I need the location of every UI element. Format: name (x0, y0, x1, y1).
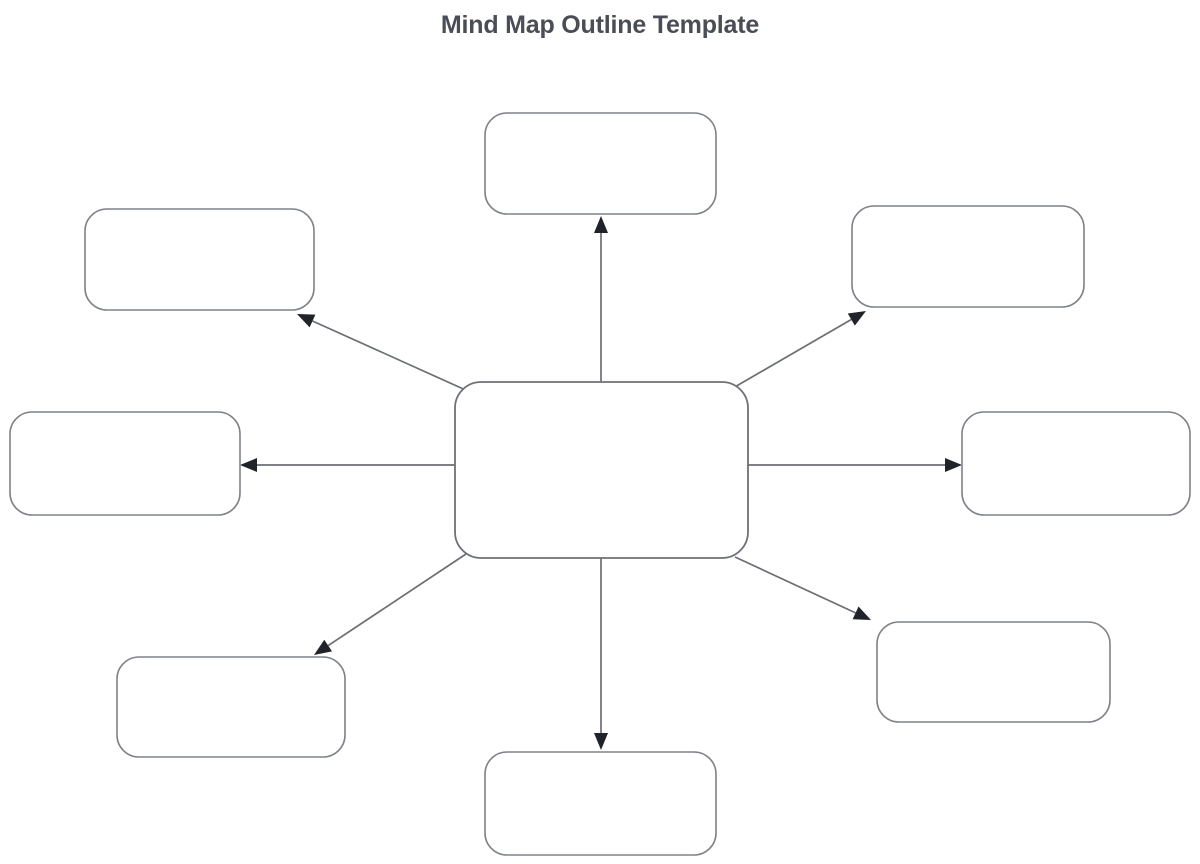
node-layer (9, 112, 1191, 856)
arrowhead-icon (945, 458, 962, 472)
branch-node-bottom-right[interactable] (876, 621, 1111, 723)
connector-line (312, 320, 471, 393)
node-shape[interactable] (9, 411, 241, 516)
arrowhead-icon (852, 606, 871, 620)
branch-node-bottom-left[interactable] (116, 656, 346, 758)
connector-left (240, 458, 455, 472)
arrowhead-icon (297, 314, 316, 328)
arrowhead-icon (240, 458, 257, 472)
connector-top-left (297, 314, 471, 393)
connector-layer (240, 216, 962, 750)
branch-node-top[interactable] (484, 112, 717, 215)
branch-node-right[interactable] (961, 411, 1191, 516)
connector-bottom-right (734, 556, 871, 620)
node-shape[interactable] (484, 751, 717, 856)
connector-bottom-left (314, 553, 467, 655)
node-shape[interactable] (876, 621, 1111, 723)
node-shape[interactable] (454, 381, 749, 559)
node-shape[interactable] (961, 411, 1191, 516)
branch-node-left[interactable] (9, 411, 241, 516)
connector-top-right (732, 311, 866, 389)
arrowhead-icon (594, 733, 608, 750)
connector-line (734, 556, 856, 614)
branch-node-top-right[interactable] (851, 205, 1085, 308)
connector-line (732, 318, 852, 389)
node-shape[interactable] (851, 205, 1085, 308)
branch-node-bottom[interactable] (484, 751, 717, 856)
page-title: Mind Map Outline Template (440, 11, 760, 39)
central-node[interactable] (454, 381, 749, 559)
node-shape[interactable] (84, 208, 315, 311)
connector-line (327, 553, 467, 647)
node-shape[interactable] (484, 112, 717, 215)
connector-right (748, 458, 962, 472)
node-shape[interactable] (116, 656, 346, 758)
arrowhead-icon (847, 311, 866, 326)
arrowhead-icon (314, 639, 333, 655)
connector-top (594, 216, 608, 382)
arrowhead-icon (594, 216, 608, 233)
connector-bottom (594, 558, 608, 750)
branch-node-top-left[interactable] (84, 208, 315, 311)
